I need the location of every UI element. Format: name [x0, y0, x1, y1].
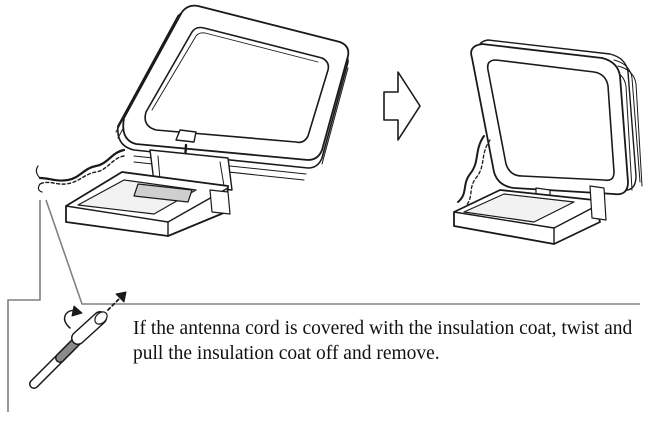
- loop-antenna-assembly-icon: [35, 4, 350, 237]
- cord-twist-strip-icon: [29, 291, 127, 389]
- loop-antenna-assembled-icon: [453, 39, 643, 245]
- insulation-instruction-text: If the antenna cord is covered with the …: [133, 318, 633, 364]
- outline-arrow-right-icon: [383, 71, 421, 141]
- callout-leader: [7, 199, 640, 412]
